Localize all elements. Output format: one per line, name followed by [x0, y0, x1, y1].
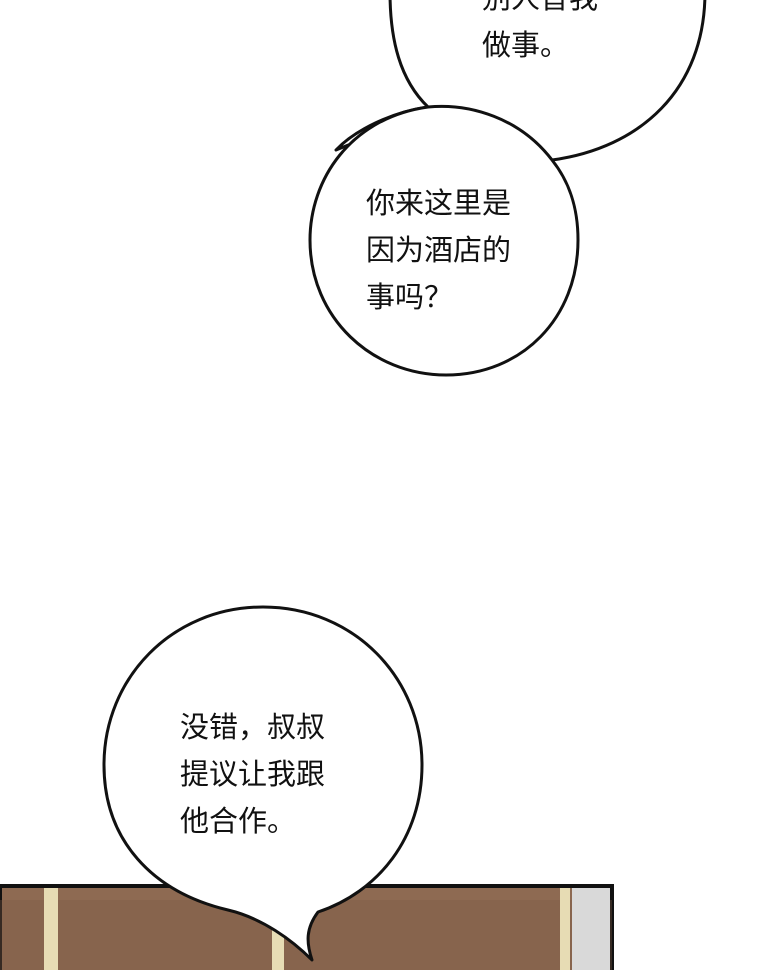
bubble-top-line-1: 别人替我 — [482, 0, 598, 22]
bubble-middle-line-3: 事吗？ — [366, 280, 454, 314]
bubble-middle-line-1: 你来这里是 — [366, 186, 512, 220]
bubble-bottom-line-1: 没错，叔叔 — [180, 710, 326, 744]
speech-bubble-bottom — [102, 605, 424, 962]
bubble-text-middle: 你来这里是 因为酒店的 事吗？ — [366, 180, 511, 321]
speech-bubble-middle — [308, 104, 580, 377]
bubble-middle-line-2: 因为酒店的 — [366, 233, 512, 267]
bubble-text-bottom: 没错，叔叔 提议让我跟 他合作。 — [180, 704, 325, 845]
wood-stripe-right — [560, 888, 570, 970]
bubble-top-line-2: 做事。 — [482, 28, 570, 62]
bubble-bottom-line-3: 他合作。 — [180, 804, 297, 838]
bubble-bottom-line-2: 提议让我跟 — [180, 757, 326, 791]
gray-wall-strip — [572, 888, 610, 970]
wood-stripe-left — [44, 888, 58, 970]
bubble-text-top: 别人替我 做事。 — [482, 0, 598, 69]
